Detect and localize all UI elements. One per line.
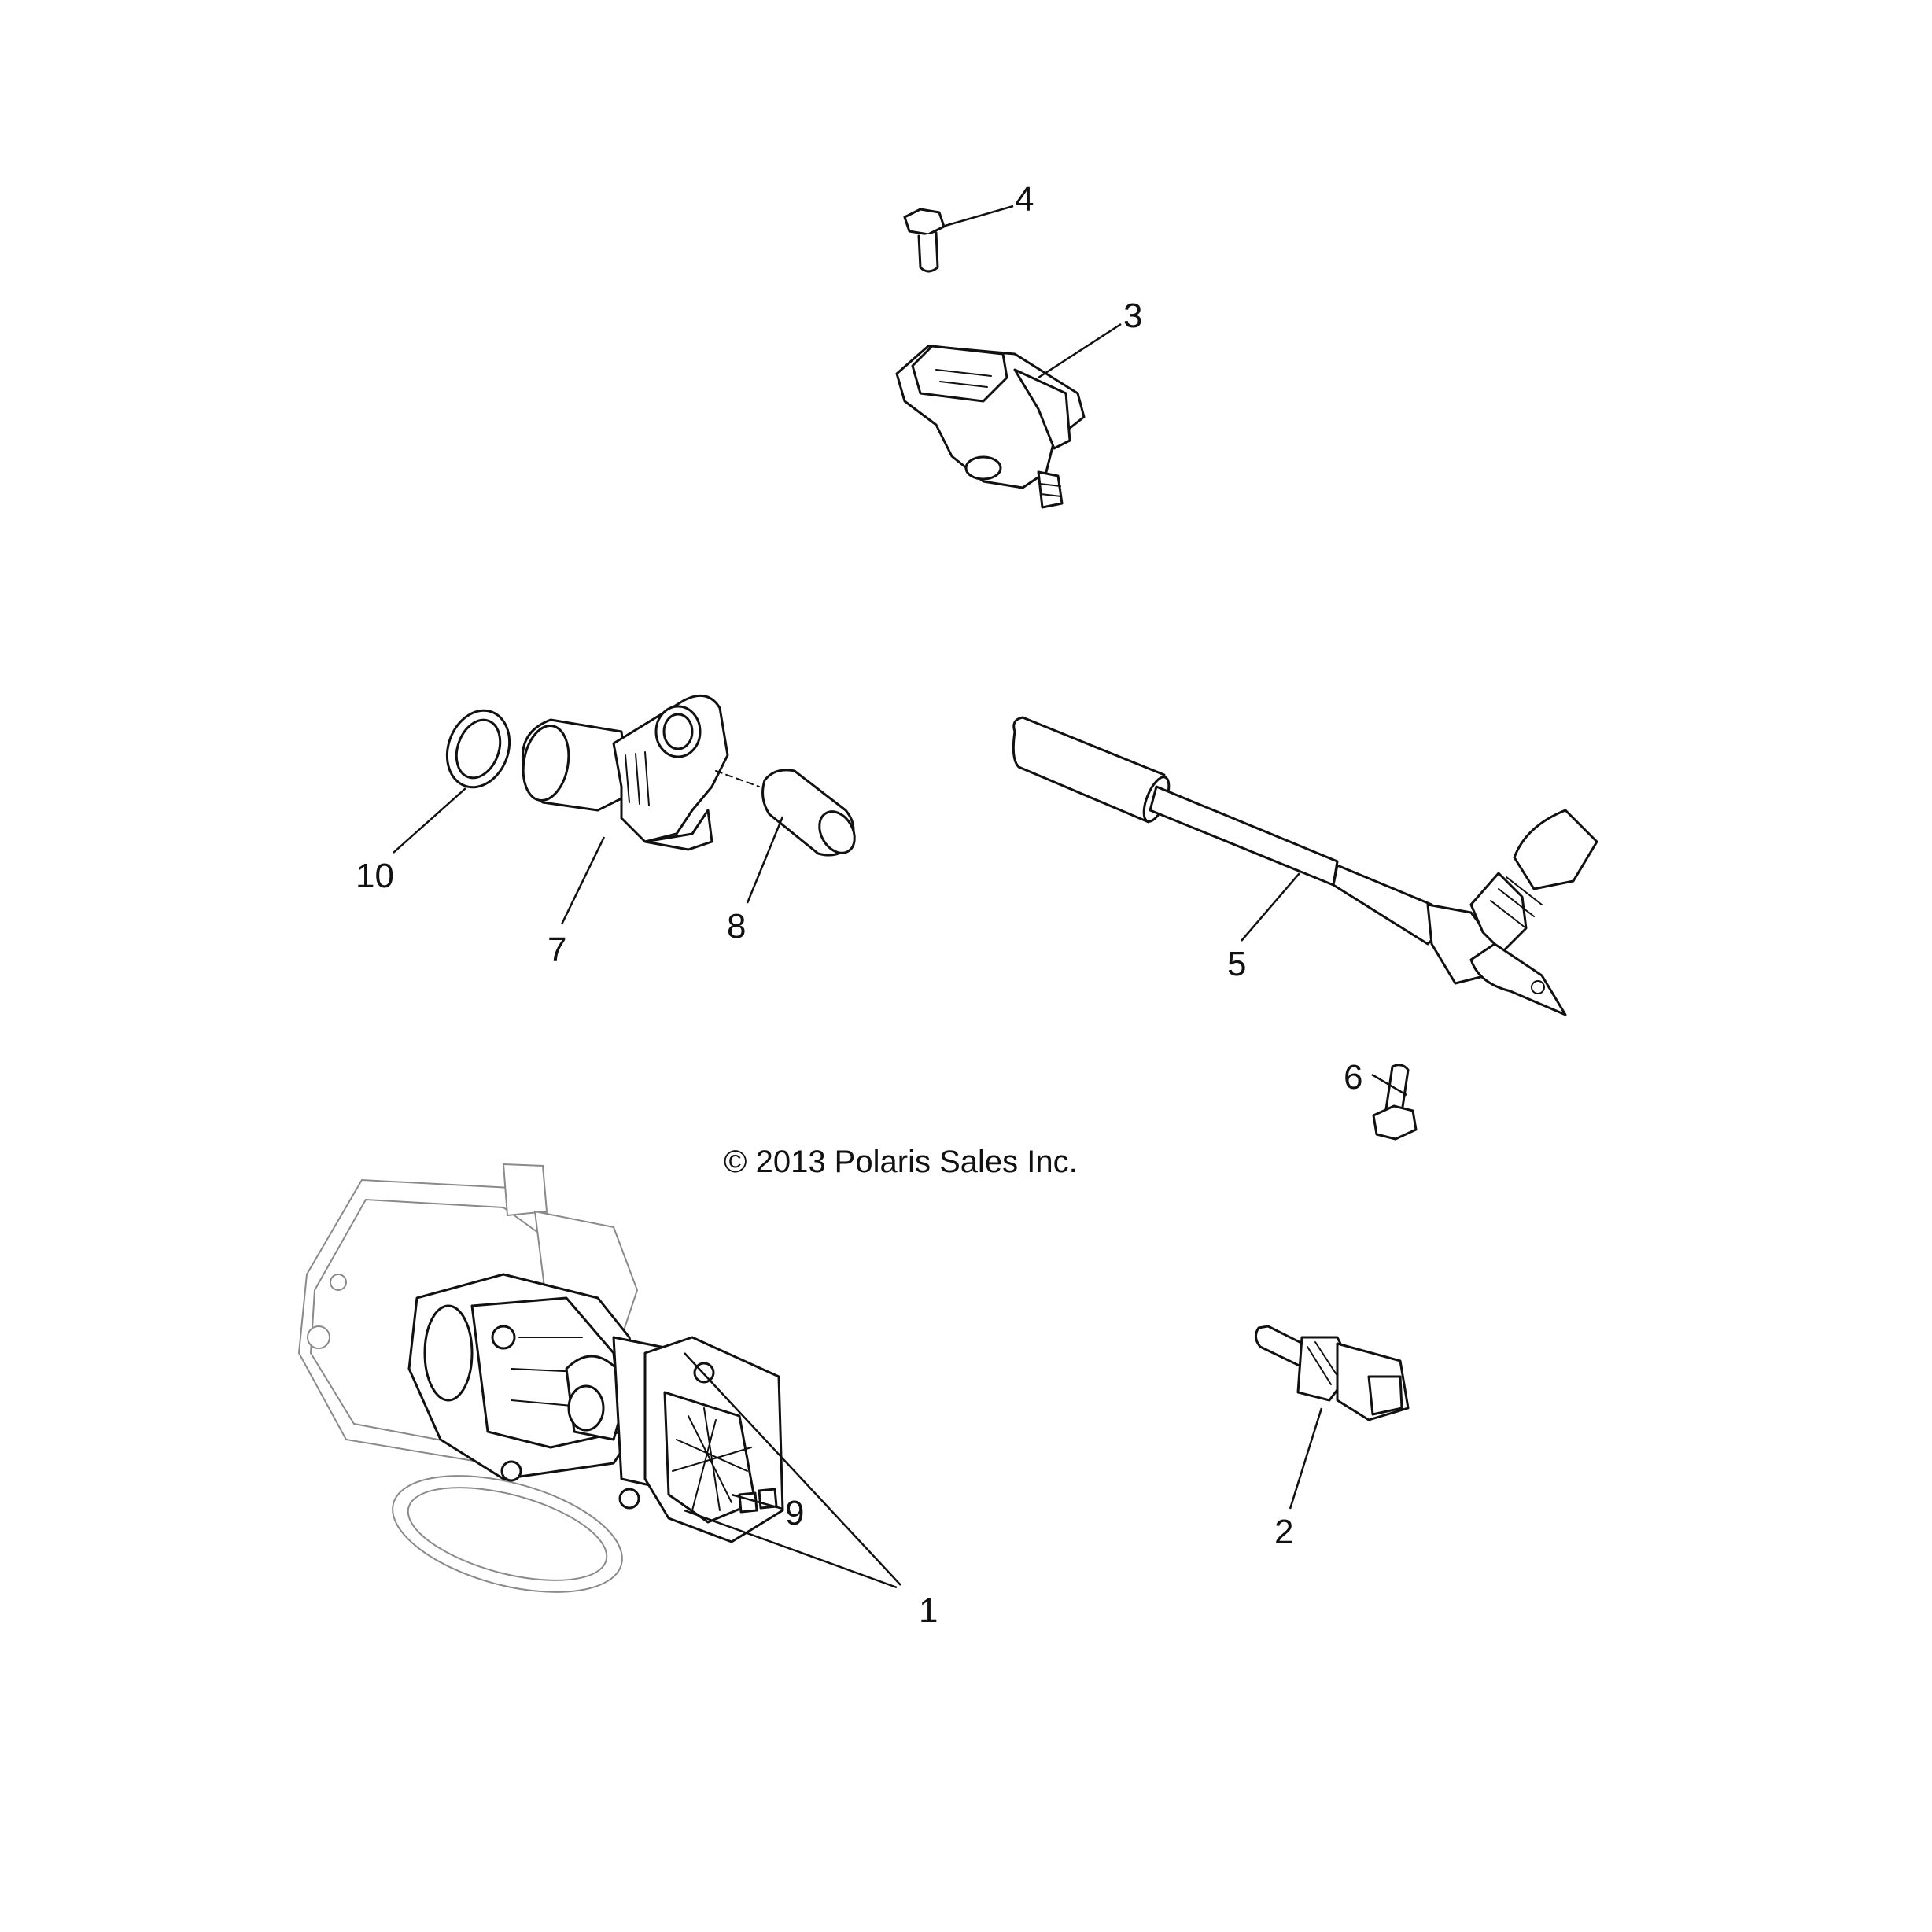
part-5-crank-sensor bbox=[1012, 716, 1598, 1016]
part-6-bolt bbox=[1371, 1064, 1418, 1141]
callout-3: 3 bbox=[1123, 297, 1142, 335]
callout-4: 4 bbox=[1015, 180, 1034, 219]
part-1-throttle-body bbox=[297, 1163, 901, 1593]
callout-5: 5 bbox=[1227, 945, 1246, 983]
callout-1: 1 bbox=[919, 1591, 938, 1630]
part-8-sleeve bbox=[715, 769, 856, 904]
part-4-bolt bbox=[903, 205, 1014, 273]
part-7-cam-sensor bbox=[521, 694, 729, 925]
callout-10: 10 bbox=[356, 857, 394, 895]
callout-8: 8 bbox=[727, 907, 746, 946]
part-10-o-ring bbox=[393, 709, 511, 854]
callout-7: 7 bbox=[548, 931, 566, 969]
callout-2: 2 bbox=[1274, 1513, 1293, 1551]
copyright-notice: © 2013 Polaris Sales Inc. bbox=[724, 1145, 1078, 1179]
part-2-temp-sensor bbox=[1255, 1325, 1410, 1510]
callout-9: 9 bbox=[785, 1494, 804, 1532]
callout-6: 6 bbox=[1344, 1058, 1362, 1097]
part-3-map-sensor bbox=[895, 323, 1122, 509]
